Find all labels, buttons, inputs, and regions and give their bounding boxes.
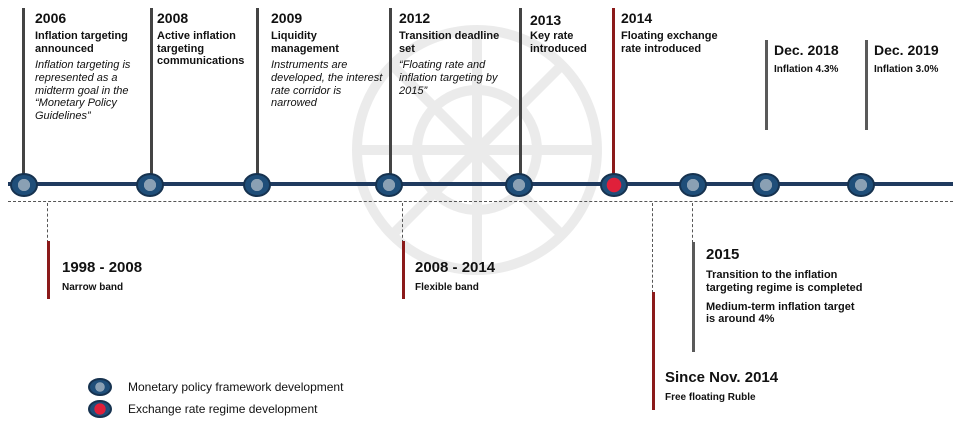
event-description: Instruments are developed, the interest … [271,59,383,110]
event-title: Inflation targeting announced [35,30,128,55]
marker-line-dec-2019 [865,40,868,130]
regime-title: Narrow band [62,282,124,294]
event-year: 2008 [157,10,189,26]
event-2006: 2006 Inflation targeting announced Infla… [35,10,150,123]
timeline-axis [8,182,953,186]
timeline-node-2009 [243,173,271,197]
tick-2015 [692,203,693,243]
event-2014: 2014 Floating exchange rate introduced [621,10,736,55]
legend-item-exchange-rate: Exchange rate regime development [88,398,343,420]
regime-2008-2014: 2008 - 2014 Flexible band [415,259,585,294]
legend-label: Monetary policy framework development [128,380,344,394]
legend-label: Exchange rate regime development [128,402,318,416]
event-year: 2006 [35,10,67,26]
event-title: Transition deadline set [399,30,500,55]
event-year: 2009 [271,10,303,26]
legend: Monetary policy framework development Ex… [88,376,343,420]
regime-title: Free floating Ruble [665,392,756,404]
marker-line-2009 [256,8,259,178]
event-title: Transition to the inflation targeting re… [706,269,863,294]
event-year: 2014 [621,10,653,26]
event-year: 2012 [399,10,431,26]
event-2012: 2012 Transition deadline set “Floating r… [399,10,517,97]
marker-line-2015 [692,242,695,352]
timeline-node-2012 [375,173,403,197]
event-dec-2019: Dec. 2019 Inflation 3.0% [874,42,953,76]
tick-1998-2008 [47,203,48,243]
marker-line-2008-2014 [402,241,405,299]
event-2015: 2015 Transition to the inflation targeti… [706,246,866,326]
marker-line-2006 [22,8,25,178]
legend-item-monetary-policy: Monetary policy framework development [88,376,343,398]
marker-line-since-nov-2014 [652,292,655,410]
event-year: Dec. 2018 [774,42,839,58]
event-title: Floating exchange rate introduced [621,30,718,55]
marker-line-2012 [389,8,392,178]
timeline-node-2013 [505,173,533,197]
event-title: Key rate introduced [530,30,587,55]
marker-line-dec-2018 [765,40,768,130]
event-year: 2013 [530,12,562,28]
regime-title: Flexible band [415,282,479,294]
marker-line-2014 [612,8,615,178]
timeline-node-2015 [679,173,707,197]
blue-circle-node-icon [88,378,112,396]
regime-period: 2008 - 2014 [415,259,496,276]
dashed-baseline [8,201,953,202]
event-description: Inflation targeting is represented as a … [35,59,131,122]
timeline-node-dec-2019 [847,173,875,197]
event-2009: 2009 Liquidity management Instruments ar… [271,10,387,110]
event-title: Liquidity management [271,30,339,55]
event-year: 2015 [706,246,740,263]
event-dec-2018: Dec. 2018 Inflation 4.3% [774,42,864,76]
event-2013: 2013 Key rate introduced [530,12,605,55]
timeline-node-2006 [10,173,38,197]
tick-2008-2014 [402,203,403,243]
event-year: Dec. 2019 [874,42,939,58]
event-title: Inflation 4.3% [774,64,839,76]
timeline-node-dec-2018 [752,173,780,197]
regime-since-nov-2014: Since Nov. 2014 Free floating Ruble [665,369,835,404]
marker-line-2008 [150,8,153,178]
regime-period: 1998 - 2008 [62,259,143,276]
tick-since-nov-2014 [652,203,653,293]
event-title: Inflation 3.0% [874,64,939,76]
marker-line-1998-2008 [47,241,50,299]
regime-period: Since Nov. 2014 [665,369,779,386]
red-circle-node-icon [88,400,112,418]
event-subtitle: Medium-term inflation target is around 4… [706,300,855,326]
event-title: Active inflation targeting communication… [157,30,245,68]
event-description: “Floating rate and inflation targeting b… [399,59,498,97]
regime-1998-2008: 1998 - 2008 Narrow band [62,259,232,294]
timeline-node-2014 [600,173,628,197]
timeline-node-2008 [136,173,164,197]
event-2008: 2008 Active inflation targeting communic… [157,10,252,68]
marker-line-2013 [519,8,522,178]
